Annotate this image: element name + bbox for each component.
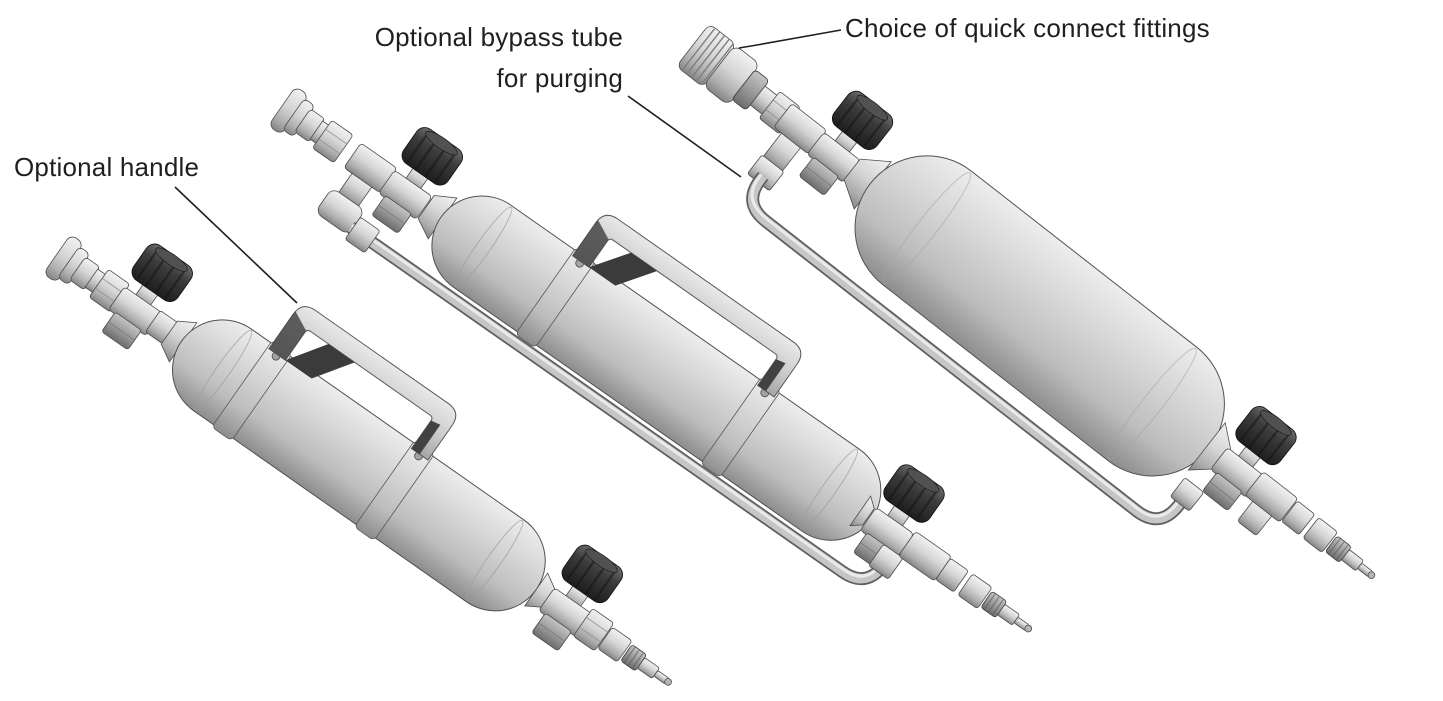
assembly-cylinder-with-handle (42, 233, 679, 696)
callout-bypass-line2: for purging (497, 63, 624, 93)
outlet-fitting-tip (957, 573, 1040, 642)
dome-seam (1108, 347, 1197, 460)
bypass-tube (746, 172, 1198, 526)
neck-cone (849, 495, 875, 527)
tube-union-nut (1170, 478, 1204, 511)
callout-quick-connect: Choice of quick connect fittings (845, 13, 1210, 43)
leader-line-optional-handle (174, 186, 298, 304)
dome-seam (882, 171, 972, 284)
neck-cone (843, 158, 892, 210)
dome-seam (465, 519, 524, 601)
carrying-handle (268, 306, 457, 461)
quick-connect-fitting (678, 26, 779, 116)
handle-dark-face (589, 252, 658, 286)
callout-bypass-line1: Optional bypass tube (375, 22, 623, 52)
neck-cone (160, 320, 198, 363)
dome-seam (454, 206, 513, 288)
callout-optional-handle: Optional handle (14, 152, 199, 182)
handle-dark-face (757, 359, 786, 392)
tube-union-nut (869, 544, 903, 579)
handle-dark-face (411, 420, 441, 455)
assembly-cylinder-with-handle-and-bypass (267, 85, 1040, 642)
quick-connect-stem-tip (1302, 516, 1383, 588)
handle-dark-face (285, 343, 355, 379)
outlet-fitting-tip (597, 626, 679, 696)
assembly-large-cylinder-with-bypass (678, 26, 1383, 588)
handle-dark-face (269, 311, 307, 361)
carrying-handle (571, 214, 802, 398)
tube-union-nut (345, 217, 380, 253)
handle-dark-face (572, 219, 609, 268)
dome-seam (800, 448, 859, 530)
leader-line-quick-connect (738, 29, 842, 49)
leader-line-bypass-tube (627, 95, 742, 178)
neck-cone (417, 195, 458, 240)
